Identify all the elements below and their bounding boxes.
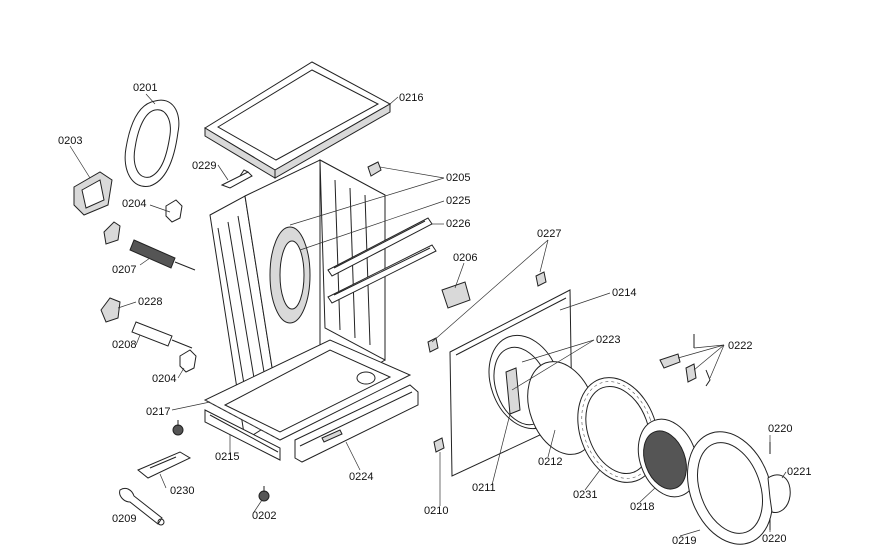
leveling-foot-front-part (172, 420, 184, 436)
door-inner-frame-part (577, 377, 659, 483)
label-0218: 0218 (630, 501, 654, 513)
door-outer-ring-part (686, 431, 774, 545)
door-hinge-part (505, 367, 521, 415)
label-0220-lower: 0220 (762, 533, 786, 545)
door-lock-part (441, 281, 471, 309)
bracket-lower-part (179, 349, 197, 373)
label-0226: 0226 (446, 218, 470, 230)
label-0205: 0205 (446, 172, 470, 184)
label-0225: 0225 (446, 195, 470, 207)
shock-absorber-lower-part (131, 321, 193, 349)
wrench-tool-part (119, 487, 165, 526)
label-0221: 0221 (787, 466, 811, 478)
door-window-part (637, 418, 699, 498)
label-0231: 0231 (573, 489, 597, 501)
pump-housing-part (73, 171, 113, 216)
part-number-labels: 0201 0203 0204 0207 0228 0208 0204 0217 … (58, 82, 811, 547)
leveling-foot-rear-part (258, 486, 270, 502)
base-skirt-part (204, 409, 281, 461)
label-0230: 0230 (170, 485, 194, 497)
label-0227: 0227 (537, 228, 561, 240)
label-0217: 0217 (146, 406, 170, 418)
mount-bracket-part (100, 297, 121, 323)
screw-part (433, 437, 445, 453)
label-0219: 0219 (672, 535, 696, 547)
label-0204-lower: 0204 (152, 373, 176, 385)
label-0228: 0228 (138, 296, 162, 308)
label-0203: 0203 (58, 135, 82, 147)
label-0206: 0206 (453, 252, 477, 264)
plinth-panel-part (294, 384, 419, 463)
leader-lines (69, 93, 787, 537)
label-0222: 0222 (728, 340, 752, 352)
label-0216: 0216 (399, 92, 423, 104)
label-0224: 0224 (349, 471, 373, 483)
clip-left-part (427, 337, 439, 353)
label-0208: 0208 (112, 339, 136, 351)
label-0214: 0214 (612, 287, 636, 299)
label-0211: 0211 (472, 482, 496, 494)
transit-plate-part (137, 451, 192, 479)
shock-absorber-upper-part (129, 239, 196, 271)
label-0207: 0207 (112, 264, 136, 276)
door-seal-gasket-part (124, 99, 180, 187)
top-lid-part (204, 61, 392, 179)
lid-catch-part (220, 169, 253, 189)
door-handle-part (767, 474, 791, 513)
label-0201: 0201 (133, 82, 157, 94)
clip-part (367, 161, 382, 177)
bracket-upper-part (165, 199, 183, 223)
label-0202: 0202 (252, 510, 276, 522)
label-0209: 0209 (112, 513, 136, 525)
label-0229: 0229 (192, 160, 216, 172)
cabinet-housing-part (203, 159, 412, 441)
shock-absorber-mount-part (103, 221, 121, 245)
label-0204-upper: 0204 (122, 198, 146, 210)
lock-spring-parts (659, 334, 711, 387)
label-0212: 0212 (538, 456, 562, 468)
label-0215: 0215 (215, 451, 239, 463)
label-0223: 0223 (596, 334, 620, 346)
label-0210: 0210 (424, 505, 448, 517)
label-0220-upper: 0220 (768, 423, 792, 435)
front-panel-clip-part (535, 271, 547, 287)
